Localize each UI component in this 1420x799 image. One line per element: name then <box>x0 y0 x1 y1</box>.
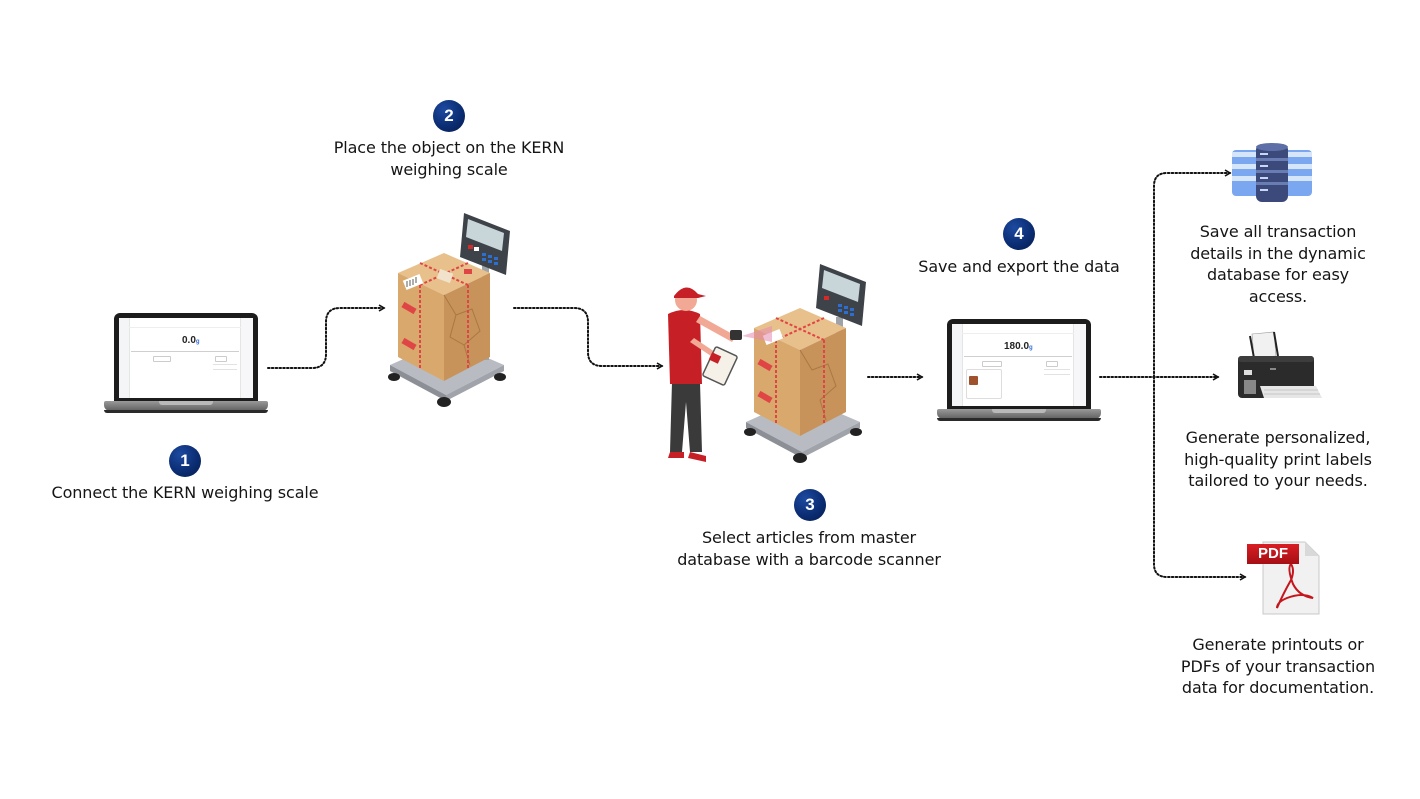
step2-caption: Place the object on the KERN weighing sc… <box>300 137 598 180</box>
connector-step1-to-step2 <box>267 304 386 369</box>
connector-to-pdf <box>1153 376 1247 581</box>
step4-laptop-icon: 180.0g <box>937 319 1101 431</box>
step2-caption-line: weighing scale <box>390 159 508 179</box>
step4-caption: Save and export the data <box>918 257 1120 276</box>
printer-caption-line: Generate personalized, <box>1185 428 1371 447</box>
pdf-label: PDF <box>1247 544 1299 564</box>
pdf-file-icon: PDF <box>1247 540 1321 616</box>
step4-badge: 4 <box>1003 218 1035 250</box>
step3-caption: Select articles from master database wit… <box>650 527 968 570</box>
step1-badge: 1 <box>169 445 201 477</box>
printer-icon <box>1238 331 1322 398</box>
scale-reading: 180.0 <box>1004 341 1030 352</box>
scale-unit: g <box>195 339 200 345</box>
connector-step2-to-step3 <box>513 307 664 370</box>
printer-caption: Generate personalized, high-quality prin… <box>1160 427 1396 492</box>
pdf-caption-line: Generate printouts or <box>1192 635 1364 654</box>
step2-badge: 2 <box>433 100 465 132</box>
printer-caption-line: high-quality print labels <box>1184 449 1372 469</box>
database-icon <box>1232 143 1312 202</box>
step3-badge: 3 <box>794 489 826 521</box>
database-caption-line: database for easy <box>1206 265 1350 284</box>
database-caption-line: Save all transaction <box>1199 222 1357 241</box>
worker-scanning-barcode-icon <box>668 264 866 463</box>
pdf-caption-line: PDFs of your transaction <box>1180 656 1376 676</box>
parcel-on-scale-icon <box>388 213 510 407</box>
step2-caption-line: Place the object on the KERN <box>333 138 565 157</box>
laptop-screen: 0.0g <box>119 318 253 398</box>
database-caption-line: access. <box>1248 286 1308 306</box>
database-caption-line: details in the dynamic <box>1190 243 1366 263</box>
step3-caption-line: database with a barcode scanner <box>677 549 941 569</box>
laptop-screen: 180.0g <box>952 324 1086 406</box>
printer-caption-line: tailored to your needs. <box>1188 471 1368 490</box>
pdf-caption: Generate printouts or PDFs of your trans… <box>1160 634 1396 699</box>
connector-to-database <box>1153 169 1232 378</box>
pdf-caption-line: data for documentation. <box>1181 678 1375 697</box>
scale-unit: g <box>1029 345 1033 351</box>
database-caption: Save all transaction details in the dyna… <box>1160 221 1396 307</box>
step1-laptop-icon: 0.0g <box>104 313 268 423</box>
step1-caption: Connect the KERN weighing scale <box>51 483 319 502</box>
step3-caption-line: Select articles from master <box>701 528 917 547</box>
scale-reading: 0.0 <box>182 335 196 346</box>
